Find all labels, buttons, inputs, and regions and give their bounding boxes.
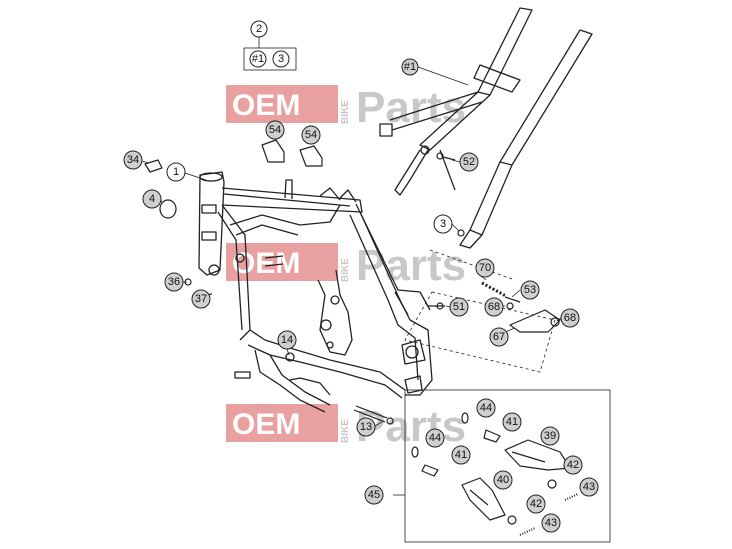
watermark-vertical-text: BIKE [340, 258, 351, 282]
callout-14-label: 14 [281, 334, 293, 346]
callout-67[interactable]: 67 [489, 327, 509, 347]
callout-h1-b-label: #1 [404, 61, 416, 73]
callout-13-label: 13 [360, 421, 372, 433]
callout-39[interactable]: 39 [540, 426, 560, 446]
callout-54-b[interactable]: 54 [301, 125, 321, 145]
callout-68-a-label: 68 [488, 301, 500, 313]
callout-43-b[interactable]: 43 [541, 513, 561, 533]
callout-42-a-label: 42 [567, 459, 579, 471]
main-frame-drawing [198, 171, 433, 413]
watermark-middle: OEM BIKE Parts [226, 241, 466, 290]
callout-37-label: 37 [195, 293, 207, 305]
callout-54-a[interactable]: 54 [265, 120, 285, 140]
callout-42-b-label: 42 [530, 498, 542, 510]
callout-41-a[interactable]: 41 [502, 412, 522, 432]
watermark-left-text: OEM [232, 408, 300, 441]
callout-52-label: 52 [463, 156, 475, 168]
small-parts-drawing [144, 139, 561, 425]
callout-4[interactable]: 4 [142, 189, 162, 209]
callout-70-label: 70 [479, 262, 491, 274]
callout-43-a[interactable]: 43 [579, 477, 599, 497]
callout-1[interactable]: 1 [166, 162, 186, 182]
callout-h1-a[interactable]: #1 [249, 50, 267, 68]
callout-52[interactable]: 52 [459, 152, 479, 172]
callout-67-label: 67 [493, 331, 505, 343]
callout-40-label: 40 [497, 474, 509, 486]
callout-41-a-label: 41 [506, 416, 518, 428]
callout-44-a-label: 44 [480, 402, 492, 414]
callout-51-label: 51 [453, 301, 465, 313]
callout-h1-a-label: #1 [252, 53, 264, 65]
watermark-left-text: OEM [232, 247, 300, 280]
callout-43-a-label: 43 [583, 481, 595, 493]
callout-36[interactable]: 36 [164, 272, 184, 292]
callout-37[interactable]: 37 [191, 289, 211, 309]
callout-40[interactable]: 40 [493, 470, 513, 490]
footpeg-group-outline [393, 249, 611, 543]
callout-53-label: 53 [524, 284, 536, 296]
callout-43-b-label: 43 [545, 517, 557, 529]
callout-42-a[interactable]: 42 [563, 455, 583, 475]
callout-13[interactable]: 13 [356, 417, 376, 437]
callout-39-label: 39 [544, 430, 556, 442]
callout-3-b-label: 3 [440, 218, 446, 230]
callout-41-b-label: 41 [455, 449, 467, 461]
watermark-left-text: OEM [232, 89, 300, 122]
callout-68-b-label: 68 [564, 312, 576, 324]
callout-34-label: 34 [127, 154, 139, 166]
callout-44-a[interactable]: 44 [476, 398, 496, 418]
watermark-right-text: Parts [356, 241, 466, 290]
callout-45[interactable]: 45 [364, 485, 384, 505]
callout-1-label: 1 [173, 166, 179, 178]
callout-68-a[interactable]: 68 [484, 297, 504, 317]
watermark-bottom: OEM BIKE Parts [226, 402, 466, 451]
callout-2-label: 2 [256, 23, 262, 35]
callout-3-b[interactable]: 3 [433, 214, 453, 234]
watermark-vertical-text: BIKE [340, 419, 351, 443]
callout-41-b[interactable]: 41 [451, 445, 471, 465]
callout-4-label: 4 [149, 193, 155, 205]
callout-45-label: 45 [368, 489, 380, 501]
callout-36-label: 36 [168, 276, 180, 288]
callout-53[interactable]: 53 [520, 280, 540, 300]
callout-h1-b[interactable]: #1 [401, 58, 419, 76]
callout-14[interactable]: 14 [277, 330, 297, 350]
watermark-top: OEM BIKE Parts [226, 83, 466, 132]
leader-lines [141, 36, 562, 427]
callout-44-b[interactable]: 44 [425, 428, 445, 448]
callout-70[interactable]: 70 [475, 258, 495, 278]
callout-44-b-label: 44 [429, 432, 441, 444]
callout-68-b[interactable]: 68 [560, 308, 580, 328]
callout-51[interactable]: 51 [449, 297, 469, 317]
callout-group-2-box [243, 47, 297, 71]
callout-2[interactable]: 2 [250, 20, 268, 38]
callout-42-b[interactable]: 42 [526, 494, 546, 514]
callout-3-a[interactable]: 3 [272, 50, 290, 68]
callout-3-a-label: 3 [278, 53, 284, 65]
callout-54-b-label: 54 [305, 129, 317, 141]
callout-34[interactable]: 34 [123, 150, 143, 170]
callout-54-a-label: 54 [269, 124, 281, 136]
subframe-drawing [379, 7, 593, 249]
watermark-vertical-text: BIKE [340, 100, 351, 124]
